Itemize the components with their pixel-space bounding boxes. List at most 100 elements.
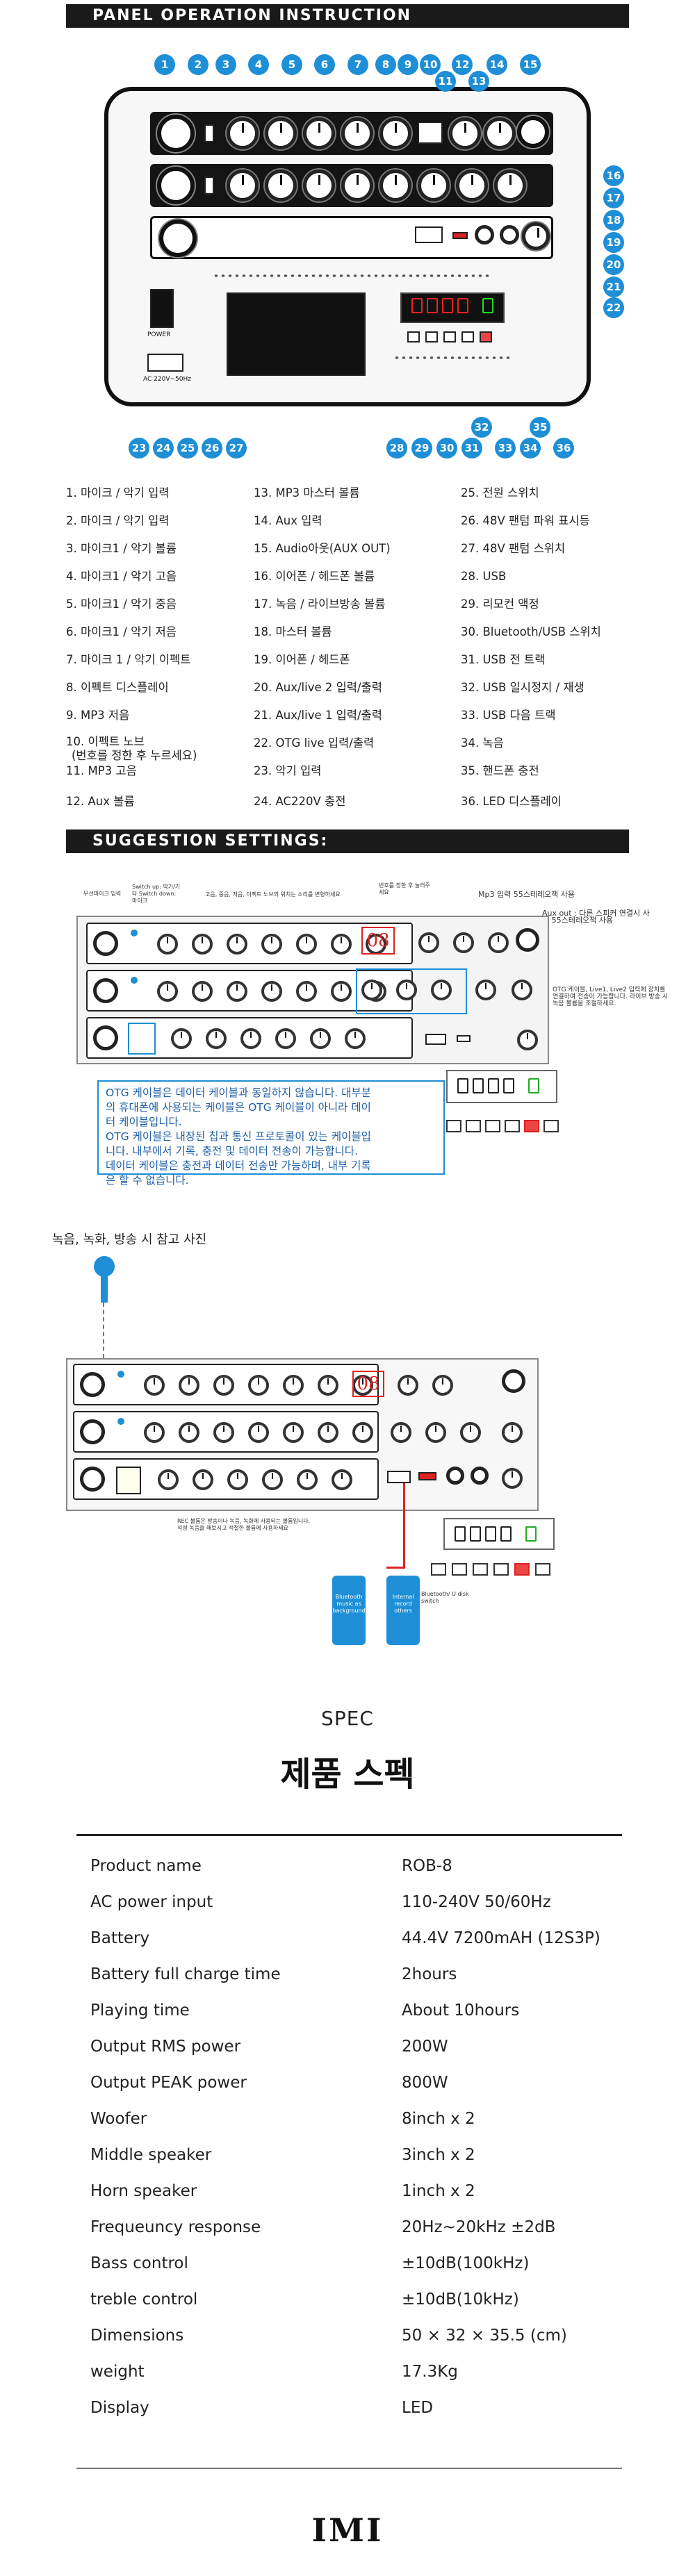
spec-value: 50 × 32 × 35.5 (cm) xyxy=(402,2327,567,2345)
legend-item: 35. 핸드폰 충전 xyxy=(461,764,539,777)
legend-item: 10. 이펙트 노브 xyxy=(66,735,145,748)
callout-7: 7 xyxy=(348,54,368,75)
spec-row: weight 17.3Kg xyxy=(90,2354,619,2390)
fig-row-2 xyxy=(86,970,413,1012)
rec-mic-jack xyxy=(80,1372,105,1397)
callout-26: 26 xyxy=(202,438,222,459)
callout-24: 24 xyxy=(153,438,174,459)
legend-item: 15. Audio아웃(AUX OUT) xyxy=(254,542,391,555)
otg-line: 니다. 내부에서 기록, 충전 및 데이터 전송이 가능합니다. xyxy=(106,1145,358,1157)
rec-knob xyxy=(283,1375,304,1396)
fig-knob xyxy=(345,1028,366,1049)
fig-mic-jack xyxy=(93,931,118,956)
knob-16 xyxy=(494,170,526,201)
mp3-note: Mp3 입력 55스테레오잭 사용 xyxy=(478,890,575,899)
spec-name: Horn speaker xyxy=(90,2182,197,2200)
phone-record-icon: Internal record others xyxy=(386,1576,420,1645)
callout-13: 13 xyxy=(468,71,489,92)
spec-row: Frequeuncy response 20Hz~20kHz ±2dB xyxy=(90,2209,619,2245)
knob-m5 xyxy=(379,170,411,201)
rec-knob xyxy=(144,1375,165,1396)
rec-mic-jack xyxy=(80,1419,105,1444)
spec-value: ROB-8 xyxy=(402,1857,452,1875)
spec-name: Battery xyxy=(90,1929,150,1947)
legend-item: 22. OTG live 입력/출력 xyxy=(254,736,375,750)
switch-icon xyxy=(204,124,214,142)
recording-panel-figure: 08 xyxy=(66,1358,539,1511)
fig-knob xyxy=(192,934,213,955)
rec-usb-icon xyxy=(387,1471,411,1483)
fig-knob xyxy=(261,981,282,1002)
legend-item: 20. Aux/live 2 입력/출력 xyxy=(254,681,382,694)
callout-6: 6 xyxy=(314,54,335,75)
spec-name: Battery full charge time xyxy=(90,1965,281,1983)
spec-divider-top xyxy=(76,1834,622,1836)
legend-item: 13. MP3 마스터 볼륨 xyxy=(254,486,360,499)
remote-display-figure xyxy=(446,1070,557,1103)
callout-11: 11 xyxy=(435,71,456,92)
spec-title-english: SPEC xyxy=(321,1707,374,1730)
fig-knob xyxy=(296,934,317,955)
callout-17: 17 xyxy=(603,188,624,208)
fig-usb-icon xyxy=(425,1034,446,1045)
spec-name: Dimensions xyxy=(90,2327,184,2345)
fig-knob xyxy=(453,932,474,953)
legend-item: 28. USB xyxy=(461,570,507,583)
fig-remote-btn-red xyxy=(524,1120,539,1132)
spec-row: Middle speaker 3inch x 2 xyxy=(90,2137,619,2173)
fig-remote-btn xyxy=(543,1120,559,1132)
fig-knob xyxy=(157,981,178,1002)
spec-value: 110-240V 50/60Hz xyxy=(402,1893,551,1911)
spec-name: Bass control xyxy=(90,2254,188,2272)
callout-34: 34 xyxy=(520,438,541,459)
spec-value: 2hours xyxy=(402,1965,457,1983)
spec-value: 44.4V 7200mAH (12S3P) xyxy=(402,1929,600,1947)
panel-top-row xyxy=(150,112,553,155)
record-button xyxy=(461,331,474,342)
spec-name: Output RMS power xyxy=(90,2038,241,2056)
next-track-button xyxy=(443,331,456,342)
rec-knob xyxy=(460,1422,481,1443)
panel-legend-plate xyxy=(227,292,366,376)
rec-row-1 xyxy=(73,1364,379,1405)
callout-22: 22 xyxy=(603,297,624,318)
fig-remote-btn xyxy=(466,1120,481,1132)
rec-knob xyxy=(332,1469,352,1490)
rec-knob xyxy=(352,1422,373,1443)
prev-track-button xyxy=(407,331,420,342)
spec-row: Woofer 8inch x 2 xyxy=(90,2101,619,2137)
fig-knob xyxy=(361,980,382,1000)
rec-knob xyxy=(398,1375,418,1396)
spec-name: Display xyxy=(90,2399,149,2417)
usb-port-icon xyxy=(415,226,443,243)
rec-live-jack xyxy=(446,1467,464,1485)
spec-row: Battery 44.4V 7200mAH (12S3P) xyxy=(90,1920,619,1956)
rec-master-knob xyxy=(502,1468,523,1489)
spec-row: Battery full charge time 2hours xyxy=(90,1956,619,1992)
control-panel-diagram: POWER AC 220V~50Hz xyxy=(104,87,591,406)
suggestion-panel-figure: 08 xyxy=(76,916,549,1064)
fig-knob xyxy=(157,934,178,955)
fig-remote-btn xyxy=(446,1120,461,1132)
fig-knob xyxy=(275,1028,296,1049)
aux-note: Aux out : 다른 스피커 연결시 사용 55스테레오잭 사용 xyxy=(542,909,650,925)
legend-item: 23. 악기 입력 xyxy=(254,764,322,777)
legend-item: 19. 이어폰 / 헤드폰 xyxy=(254,653,350,666)
rec-knob xyxy=(213,1375,234,1396)
rec-live-jack xyxy=(471,1467,489,1485)
effect-display xyxy=(418,122,443,144)
spec-row: AC power input 110-240V 50/60Hz xyxy=(90,1884,619,1920)
fig-master-knob xyxy=(517,1030,538,1050)
fig-row-3 xyxy=(86,1017,413,1059)
callout-31: 31 xyxy=(461,438,482,459)
legend-item: 1. 마이크 / 악기 입력 xyxy=(66,486,170,499)
legend-item: 3. 마이크1 / 악기 볼륨 xyxy=(66,542,177,555)
callout-3: 3 xyxy=(215,54,236,75)
charge-button xyxy=(480,331,492,342)
callout-1: 1 xyxy=(154,54,175,75)
callout-29: 29 xyxy=(411,438,432,459)
legend-item: 24. AC220V 충전 xyxy=(254,795,346,808)
spec-value: ±10dB(100kHz) xyxy=(402,2254,530,2272)
legend-item: 27. 48V 팬텀 스위치 xyxy=(461,542,566,555)
